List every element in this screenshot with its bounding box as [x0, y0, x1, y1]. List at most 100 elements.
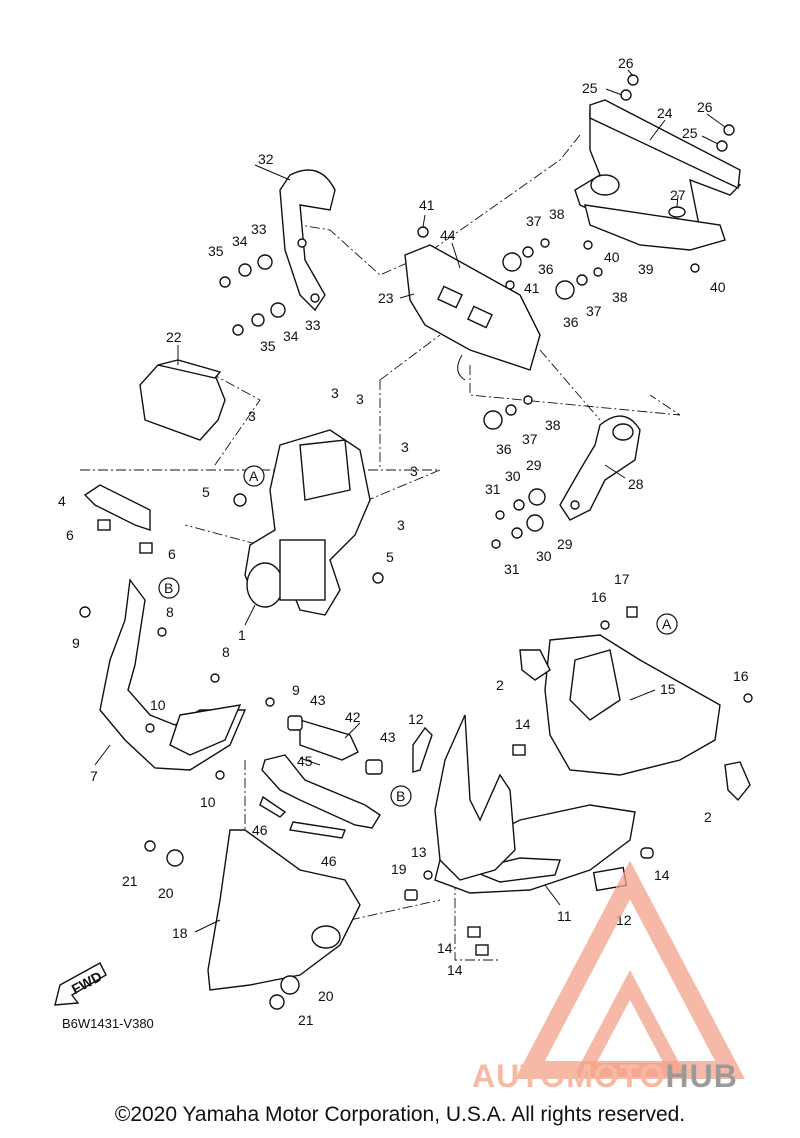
callout-b: B	[164, 580, 173, 596]
callout-37: 37	[526, 213, 542, 229]
callout-33: 33	[251, 221, 267, 237]
callout-29: 29	[526, 457, 542, 473]
callout-10: 10	[150, 697, 166, 713]
watermark-part-1: AUTOMOTO	[472, 1058, 666, 1094]
fwd-arrow-icon: FWD	[54, 962, 107, 1006]
callout-37: 37	[586, 303, 602, 319]
callout-18: 18	[172, 925, 188, 941]
callout-17: 17	[614, 571, 630, 587]
callout-11: 11	[557, 908, 572, 924]
callout-1: 1	[238, 627, 246, 643]
callout-13: 13	[411, 844, 427, 860]
callout-14: 14	[654, 867, 670, 883]
callout-24: 24	[657, 105, 673, 121]
callout-35: 35	[208, 243, 224, 259]
callout-43: 43	[310, 692, 326, 708]
callout-14: 14	[447, 962, 463, 978]
callout-32: 32	[258, 151, 274, 167]
callout-34: 34	[283, 328, 299, 344]
callout-37: 37	[522, 431, 538, 447]
callout-23: 23	[378, 290, 394, 306]
bracket-4	[83, 484, 151, 531]
callout-39: 39	[638, 261, 654, 277]
callout-27: 27	[670, 187, 686, 203]
callout-22: 22	[166, 329, 182, 345]
callout-8: 8	[166, 604, 174, 620]
callout-5: 5	[202, 484, 210, 500]
callout-3: 3	[331, 385, 339, 401]
callout-8: 8	[222, 644, 230, 660]
callout-31: 31	[504, 561, 520, 577]
callout-a: A	[249, 468, 259, 484]
cover-22	[139, 359, 226, 441]
callout-20: 20	[318, 988, 334, 1004]
callout-20: 20	[158, 885, 174, 901]
reference-circle-a	[656, 613, 678, 635]
part-42	[287, 715, 383, 775]
reference-circle-b	[390, 785, 412, 807]
callout-3: 3	[248, 408, 256, 424]
callout-26: 26	[618, 55, 634, 71]
callout-33: 33	[305, 317, 321, 333]
reference-circle-b	[158, 577, 180, 599]
callout-21: 21	[298, 1012, 314, 1028]
callout-6: 6	[66, 527, 74, 543]
callout-36: 36	[538, 261, 554, 277]
callout-42: 42	[345, 709, 361, 725]
callout-46: 46	[252, 822, 268, 838]
callout-43: 43	[380, 729, 396, 745]
callout-2: 2	[704, 809, 712, 825]
callout-31: 31	[485, 481, 501, 497]
callout-7: 7	[90, 768, 98, 784]
callout-12: 12	[408, 711, 424, 727]
hardware	[79, 74, 753, 1010]
callout-a: A	[662, 616, 672, 632]
callout-40: 40	[604, 249, 620, 265]
callout-38: 38	[549, 206, 565, 222]
callout-25: 25	[582, 80, 598, 96]
stay-45	[261, 754, 381, 829]
callout-2: 2	[496, 677, 504, 693]
callout-38: 38	[612, 289, 628, 305]
headlight-assembly-1	[244, 429, 371, 616]
leader-lines	[94, 69, 726, 933]
stay-32	[279, 169, 336, 312]
copyright-notice: ©2020 Yamaha Motor Corporation, U.S.A. A…	[114, 1103, 686, 1126]
watermark-part-2: HUB	[665, 1058, 738, 1094]
bracket-39	[584, 204, 726, 251]
callout-41: 41	[524, 280, 540, 296]
callout-46: 46	[321, 853, 337, 869]
callout-30: 30	[505, 468, 521, 484]
callout-b: B	[396, 788, 405, 804]
callout-5: 5	[386, 549, 394, 565]
watermark-logo-icon	[515, 860, 745, 1079]
callout-45: 45	[297, 753, 313, 769]
callout-3: 3	[401, 439, 409, 455]
inner-panel	[434, 714, 516, 881]
callout-10: 10	[200, 794, 216, 810]
callout-25: 25	[682, 125, 698, 141]
callout-9: 9	[292, 682, 300, 698]
callout-44: 44	[440, 227, 456, 243]
callout-3: 3	[356, 391, 364, 407]
callout-35: 35	[260, 338, 276, 354]
reference-circle-a	[243, 465, 265, 487]
callout-36: 36	[496, 441, 512, 457]
callout-14: 14	[515, 716, 531, 732]
callout-3: 3	[410, 463, 418, 479]
callout-34: 34	[232, 233, 248, 249]
callout-26: 26	[697, 99, 713, 115]
stay-23	[404, 244, 541, 381]
watermark-text: AUTOMOTOHUB	[472, 1058, 738, 1095]
callout-16: 16	[591, 589, 607, 605]
callout-38: 38	[545, 417, 561, 433]
callout-16: 16	[733, 668, 749, 684]
callout-30: 30	[536, 548, 552, 564]
callout-19: 19	[391, 861, 407, 877]
callout-6: 6	[168, 546, 176, 562]
callout-29: 29	[557, 536, 573, 552]
callout-28: 28	[628, 476, 644, 492]
callout-14: 14	[437, 940, 453, 956]
